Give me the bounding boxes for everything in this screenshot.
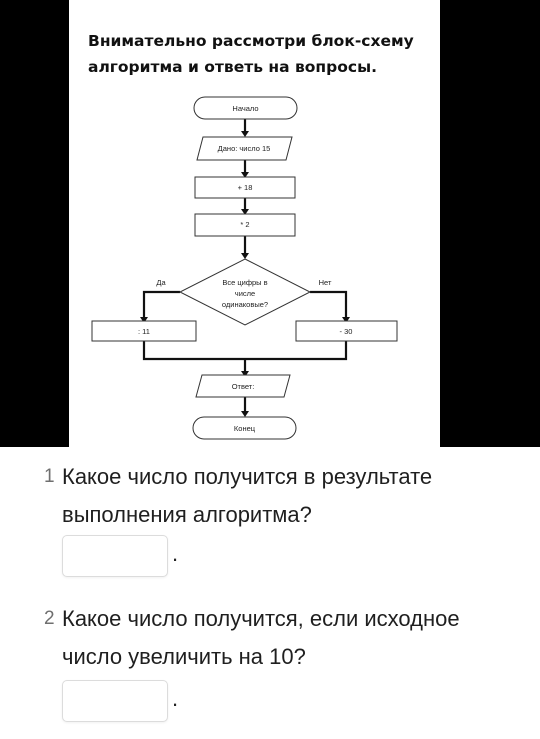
- arrow-head: [241, 209, 249, 215]
- flow-start-terminal: [193, 96, 298, 120]
- arrow-head: [241, 172, 249, 178]
- flow-given-io: [196, 136, 293, 161]
- flow-no-label: Нет: [319, 278, 332, 287]
- task-card: Внимательно рассмотри блок-схему алгорит…: [69, 0, 440, 447]
- flow-condition-line3: одинаковые?: [222, 300, 268, 309]
- flow-op1-process: [194, 176, 296, 199]
- connector-no-branch: [310, 290, 348, 321]
- answer-input-1[interactable]: [62, 535, 168, 577]
- flow-no-op-label: - 30: [340, 327, 353, 336]
- question-number: 1: [44, 466, 55, 487]
- arrow-head: [241, 131, 249, 137]
- connector-yes-branch: [142, 290, 180, 321]
- flow-output-label: Ответ:: [232, 382, 255, 391]
- flow-end-label: Конец: [234, 424, 256, 433]
- flow-condition-line2: числе: [235, 289, 255, 298]
- flow-op1-label: + 18: [238, 183, 253, 192]
- answer-suffix: .: [172, 541, 179, 566]
- flow-no-process: [295, 320, 398, 342]
- flow-output-io: [195, 374, 291, 398]
- flow-given-label: Дано: число 15: [218, 144, 271, 153]
- right-dark-gutter: [440, 0, 540, 447]
- flow-yes-label: Да: [156, 278, 166, 287]
- question-2: 2 Какое число получится, если исходное ч…: [44, 600, 504, 676]
- flow-end-terminal: [192, 416, 297, 440]
- flow-op2-process: [194, 213, 296, 237]
- task-instruction: Внимательно рассмотри блок-схему алгорит…: [88, 32, 414, 76]
- left-dark-gutter: [0, 0, 69, 447]
- flow-yes-op-label: : 11: [138, 327, 150, 336]
- arrow-head: [241, 253, 249, 259]
- flow-condition-line1: Все цифры в: [222, 278, 267, 287]
- answer-suffix: .: [172, 686, 179, 711]
- flow-condition-decision: [178, 258, 312, 326]
- connector-merge: [142, 341, 348, 361]
- flow-op2-label: * 2: [240, 220, 249, 229]
- question-text: Какое число получится в результате выпол…: [62, 464, 433, 527]
- arrow-head: [342, 317, 350, 323]
- flowchart: Начало Дано: число 15 + 18 * 2 Все цифры…: [91, 96, 398, 440]
- flow-yes-process: [91, 320, 197, 342]
- answer-input-2[interactable]: [62, 680, 168, 722]
- arrow-head: [241, 411, 249, 417]
- flow-start-label: Начало: [232, 104, 258, 113]
- arrow-head: [140, 317, 148, 323]
- question-1: 1 Какое число получится в результате вып…: [44, 458, 504, 534]
- question-number: 2: [44, 608, 55, 629]
- question-text: Какое число получится, если исходное чис…: [62, 606, 460, 669]
- arrow-head: [241, 371, 249, 377]
